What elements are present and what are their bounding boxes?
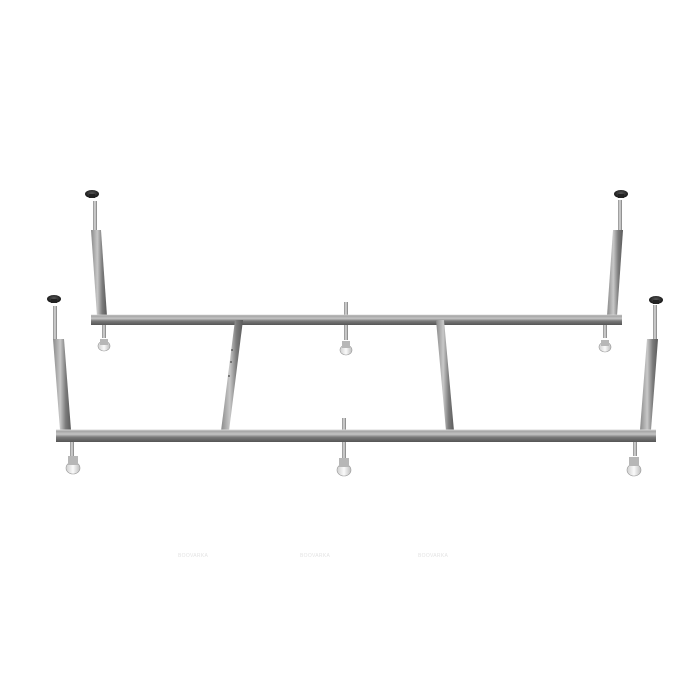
front-left-leg <box>47 295 81 475</box>
front-rail-bar <box>56 430 656 442</box>
back-middle-post <box>339 302 353 356</box>
watermark-text: BOOVARKA <box>418 553 449 559</box>
back-rail-bar <box>91 315 622 325</box>
watermark-text: BOOVARKA <box>178 553 209 559</box>
back-right-leg <box>598 190 628 353</box>
cross-braces <box>221 320 454 431</box>
front-right-leg <box>626 296 663 477</box>
back-left-leg <box>85 190 111 352</box>
right-cross-brace <box>436 320 454 431</box>
front-rail-assembly <box>47 295 663 477</box>
watermark-text: BOOVARKA <box>300 553 331 559</box>
front-middle-post <box>336 418 352 477</box>
left-cross-brace <box>221 320 243 431</box>
back-rail-assembly <box>85 190 628 356</box>
